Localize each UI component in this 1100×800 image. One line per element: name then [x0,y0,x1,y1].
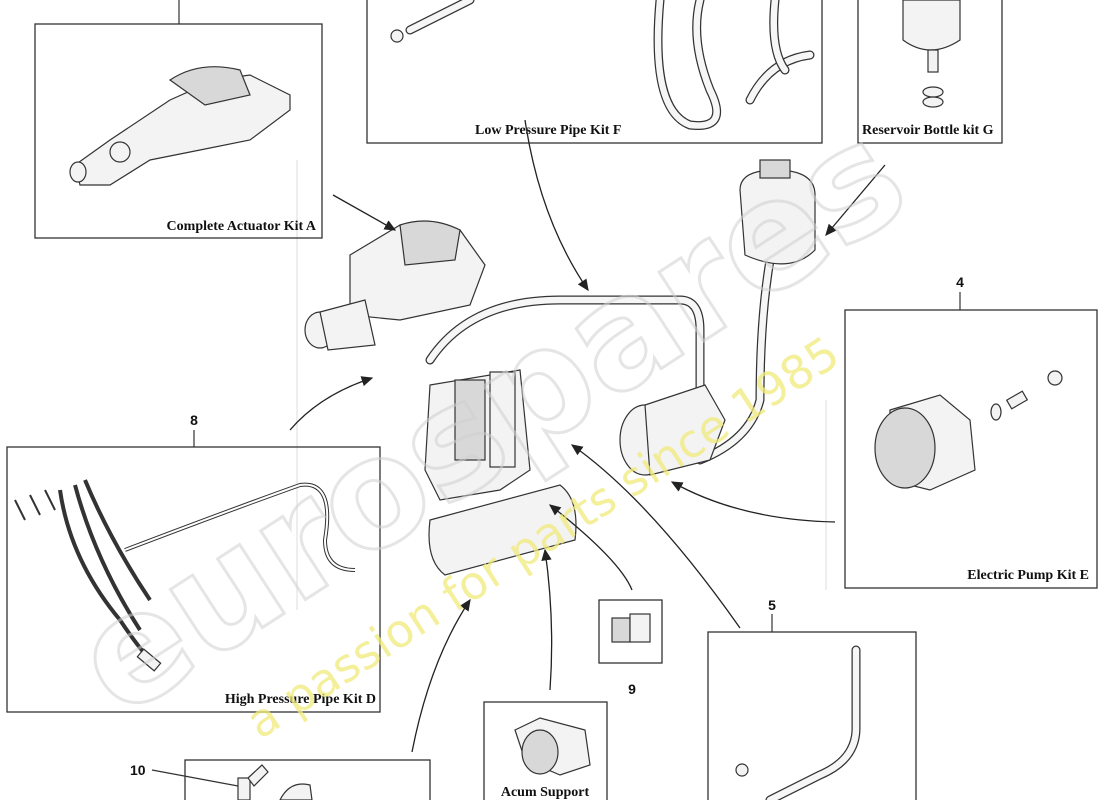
callout-4: 4 [956,274,964,290]
low-pressure-pipe-illustration [390,0,815,131]
acum-support-illustration [514,717,591,776]
pressure-switch-illustration [611,613,651,643]
high-pressure-pipe-kit-panel[interactable]: 8 High Pressure Pipe Kit D [6,412,381,713]
item-5-panel[interactable]: 5 [707,597,917,800]
reservoir-bottle-illustration [902,0,961,108]
acum-support-panel[interactable]: Acum Support [483,701,608,800]
watermark: eurospares a passion for parts since 198… [43,86,936,751]
watermark-brand: eurospares [45,88,935,750]
pipe-5-illustration [735,645,861,800]
actuator-kit-panel[interactable]: Complete Actuator Kit A [34,0,323,239]
main-assembly-illustration [304,159,816,576]
electric-pump-illustration [874,370,1063,491]
pointer-arrows [289,119,886,753]
fitting-illustration [237,764,313,800]
reservoir-bottle-kit-panel[interactable]: Reservoir Bottle kit G [857,0,1003,144]
high-pressure-pipe-illustration [14,479,356,672]
electric-pump-kit-panel[interactable]: 4 Electric Pump Kit E [844,274,1098,589]
item-9-panel[interactable]: 9 [598,599,663,697]
item-10-panel[interactable]: 10 [130,759,431,800]
electric-pump-kit-label: Electric Pump Kit E [967,568,1089,583]
callout-9: 9 [628,681,636,697]
low-pressure-pipe-kit-label: Low Pressure Pipe Kit F [475,123,621,138]
callout-8: 8 [190,412,198,428]
callout-5: 5 [768,597,776,613]
reservoir-bottle-kit-label: Reservoir Bottle kit G [862,123,994,138]
actuator-kit-label: Complete Actuator Kit A [167,219,317,234]
callout-10: 10 [130,762,146,778]
high-pressure-pipe-kit-label: High Pressure Pipe Kit D [225,692,376,707]
acum-support-label: Acum Support [501,785,590,800]
low-pressure-pipe-kit-panel[interactable]: Low Pressure Pipe Kit F [366,0,823,144]
actuator-illustration [69,66,291,186]
